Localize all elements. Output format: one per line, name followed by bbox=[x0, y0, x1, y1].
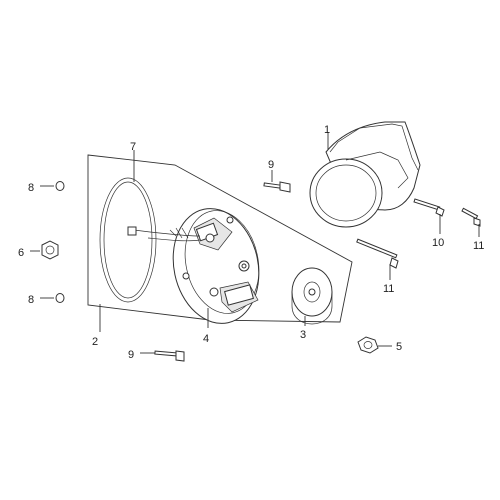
nut-5 bbox=[357, 336, 392, 354]
callout-7: 7 bbox=[130, 141, 136, 153]
bolt-11-right bbox=[461, 207, 481, 237]
callout-10: 10 bbox=[432, 237, 444, 249]
stator-plate bbox=[127, 208, 260, 328]
nut-6 bbox=[30, 240, 59, 260]
callout-1: 1 bbox=[324, 124, 330, 136]
bolt-9-upper bbox=[263, 170, 291, 193]
callout-11-center: 11 bbox=[383, 283, 394, 295]
callout-4: 4 bbox=[203, 333, 209, 345]
callout-9-lower: 9 bbox=[128, 349, 134, 361]
callout-8-upper: 8 bbox=[28, 182, 34, 194]
bolt-11-center bbox=[356, 238, 399, 280]
washer-8-lower bbox=[40, 293, 65, 303]
engine-cover bbox=[309, 121, 421, 228]
callout-6: 6 bbox=[18, 247, 24, 259]
callout-3: 3 bbox=[300, 329, 306, 341]
gasket-panel bbox=[87, 154, 353, 332]
callout-11-right: 11 bbox=[473, 240, 484, 252]
bolt-9-lower bbox=[140, 350, 185, 362]
callout-2: 2 bbox=[92, 336, 98, 348]
callout-8-lower: 8 bbox=[28, 294, 34, 306]
o-ring bbox=[99, 150, 157, 303]
washer-8-upper bbox=[40, 181, 65, 191]
callout-5: 5 bbox=[396, 341, 402, 353]
bolt-10 bbox=[413, 198, 445, 234]
rotor bbox=[291, 267, 333, 326]
callout-9-upper: 9 bbox=[268, 159, 274, 171]
